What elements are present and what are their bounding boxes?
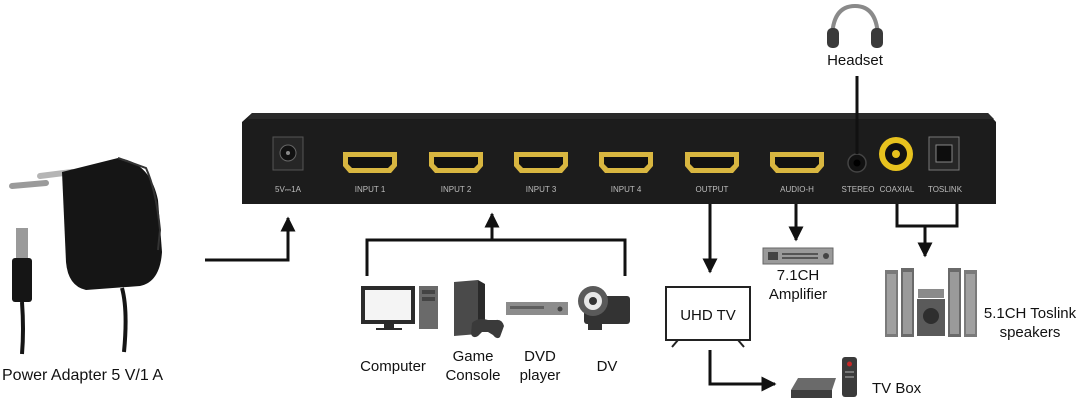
- computer-label: Computer: [360, 358, 426, 375]
- port-label-coaxial: COAXIAL: [880, 185, 915, 194]
- dc-power-jack: [272, 136, 304, 171]
- port-label-input-4: INPUT 4: [611, 185, 642, 194]
- dv-label: DV: [596, 358, 618, 375]
- coaxial-port: [879, 137, 913, 171]
- tv-box-icon: [791, 357, 857, 398]
- port-label-power: 5V⎓1A: [275, 185, 302, 194]
- computer-icon: [361, 286, 438, 330]
- stereo-jack: [847, 153, 867, 173]
- hdmi-port-input-3: [514, 152, 568, 173]
- port-label-input-1: INPUT 1: [355, 185, 386, 194]
- connector-lines: [205, 76, 959, 392]
- power-adapter-icon: [9, 157, 162, 355]
- tv-box-label: TV Box: [872, 380, 922, 397]
- hdmi-port-input-4: [599, 152, 653, 173]
- dv-camcorder-icon: [578, 286, 630, 330]
- dvd-player-icon: [506, 302, 568, 315]
- game-console-icon: [454, 280, 504, 339]
- source-bracket: [365, 238, 627, 276]
- hdmi-port-output: [685, 152, 739, 173]
- headset-icon: [827, 3, 883, 48]
- hdmi-port-input-2: [429, 152, 483, 173]
- power-adapter-label: Power Adapter 5 V/1 A: [2, 367, 163, 384]
- uhd-tv-label: UHD TV: [680, 307, 736, 324]
- device-top-edge: [248, 113, 994, 119]
- speaker-set-icon: [885, 268, 977, 337]
- port-label-output: OUTPUT: [696, 185, 729, 194]
- hdmi-port-audio: [770, 152, 824, 173]
- port-label-input-2: INPUT 2: [441, 185, 472, 194]
- tv-box-arrow: [708, 350, 777, 392]
- port-label-toslink: TOSLINK: [928, 185, 963, 194]
- game-console-label: Game Console: [445, 348, 501, 384]
- port-label-stereo: STEREO: [842, 185, 875, 194]
- dvd-player-label: DVD player: [519, 348, 561, 384]
- hdmi-device: 5V⎓1A INPUT 1 INPUT 2 INPUT 3 INPUT 4 OU…: [242, 113, 996, 204]
- audio-bracket: [895, 204, 959, 228]
- toslink-speakers-label: 5.1CH Toslink speakers: [983, 305, 1077, 341]
- toslink-port: [928, 136, 960, 171]
- power-arrow: [205, 216, 296, 262]
- uhd-tv-icon: [665, 286, 751, 348]
- port-label-audio: AUDIO-H: [780, 185, 814, 194]
- hdmi-port-input-1: [343, 152, 397, 173]
- amplifier-icon: [762, 247, 834, 265]
- port-label-input-3: INPUT 3: [526, 185, 557, 194]
- headset-label: Headset: [827, 52, 883, 69]
- amplifier-label: 7.1CH Amplifier: [768, 267, 828, 303]
